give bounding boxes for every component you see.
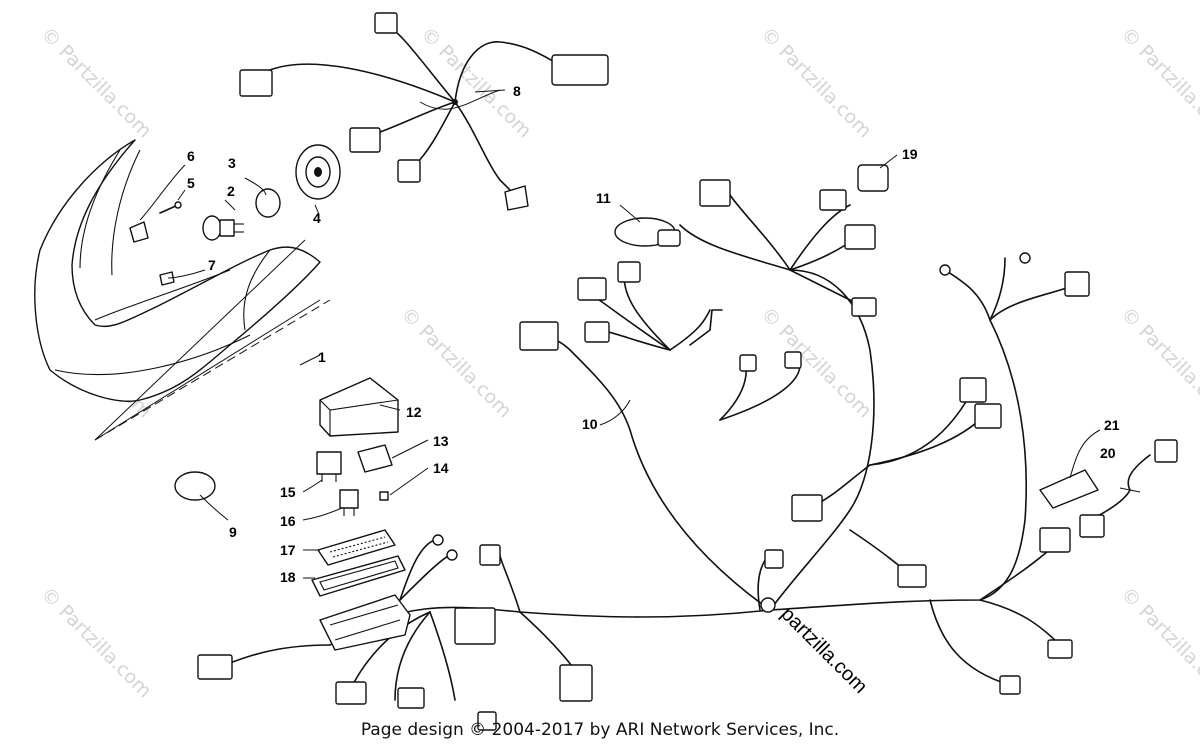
callout-1[interactable]: 1 <box>318 349 326 365</box>
fuse-box[interactable] <box>319 594 411 651</box>
rubber-boot[interactable] <box>295 144 341 200</box>
callout-20[interactable]: 20 <box>1100 445 1116 461</box>
watermark: © Partzilla.com <box>36 583 155 702</box>
callout-19[interactable]: 19 <box>902 146 918 162</box>
adapter-harness[interactable] <box>1079 439 1178 538</box>
clip[interactable] <box>159 271 175 286</box>
callout-6[interactable]: 6 <box>187 148 195 164</box>
watermark: © Partzilla.com <box>1116 583 1200 702</box>
relay-large[interactable] <box>316 451 342 482</box>
callout-10[interactable]: 10 <box>582 416 598 432</box>
dashed-boundary-lower <box>94 299 331 441</box>
watermarks: © Partzilla.com © Partzilla.com © Partzi… <box>36 23 1200 702</box>
callout-7[interactable]: 7 <box>208 257 216 273</box>
callout-14[interactable]: 14 <box>433 460 449 476</box>
callout-5[interactable]: 5 <box>187 175 195 191</box>
watermark: © Partzilla.com <box>756 303 875 422</box>
watermark: © Partzilla.com <box>756 23 875 142</box>
callout-16[interactable]: 16 <box>280 513 296 529</box>
relay-box-cover[interactable] <box>319 377 399 437</box>
callout-18[interactable]: 18 <box>280 569 296 585</box>
callout-3[interactable]: 3 <box>228 155 236 171</box>
callout-21[interactable]: 21 <box>1104 417 1120 433</box>
callout-9[interactable]: 9 <box>229 524 237 540</box>
fuse[interactable] <box>379 491 389 501</box>
callout-17[interactable]: 17 <box>280 542 296 558</box>
copyright-footer: Page design © 2004-2017 by ARI Network S… <box>360 720 840 740</box>
connector-11[interactable] <box>614 217 681 247</box>
callout-12[interactable]: 12 <box>406 404 422 420</box>
callout-13[interactable]: 13 <box>433 433 449 449</box>
leader-lines <box>139 89 1101 579</box>
callout-4[interactable]: 4 <box>313 210 321 226</box>
screw[interactable] <box>159 201 182 214</box>
connector-19[interactable] <box>857 164 889 192</box>
relay-small[interactable] <box>339 489 359 516</box>
gasket[interactable] <box>311 555 406 597</box>
headlight-bulb[interactable] <box>202 215 244 241</box>
bracket[interactable] <box>129 221 149 243</box>
retaining-ring[interactable] <box>255 188 281 218</box>
main-harness[interactable] <box>197 179 1090 731</box>
callout-8[interactable]: 8 <box>513 83 521 99</box>
callout-15[interactable]: 15 <box>280 484 296 500</box>
watermark: © Partzilla.com <box>1116 23 1200 142</box>
callout-labels: 1 2 3 4 5 6 7 8 9 10 11 12 13 14 15 16 1… <box>187 83 1120 585</box>
watermark: © Partzilla.com <box>36 23 155 142</box>
partzilla-stamp: partzilla.com <box>776 603 871 698</box>
callout-11[interactable]: 11 <box>596 190 611 206</box>
watermark: © Partzilla.com <box>1116 303 1200 422</box>
fuse-label[interactable] <box>317 529 396 566</box>
headlight-harness[interactable] <box>239 12 609 211</box>
headlight-housing[interactable] <box>34 139 321 402</box>
instruction-sheet[interactable] <box>1039 469 1099 509</box>
band-clamp[interactable] <box>174 471 216 501</box>
fuse-block[interactable] <box>357 444 393 473</box>
callout-2[interactable]: 2 <box>227 183 235 199</box>
